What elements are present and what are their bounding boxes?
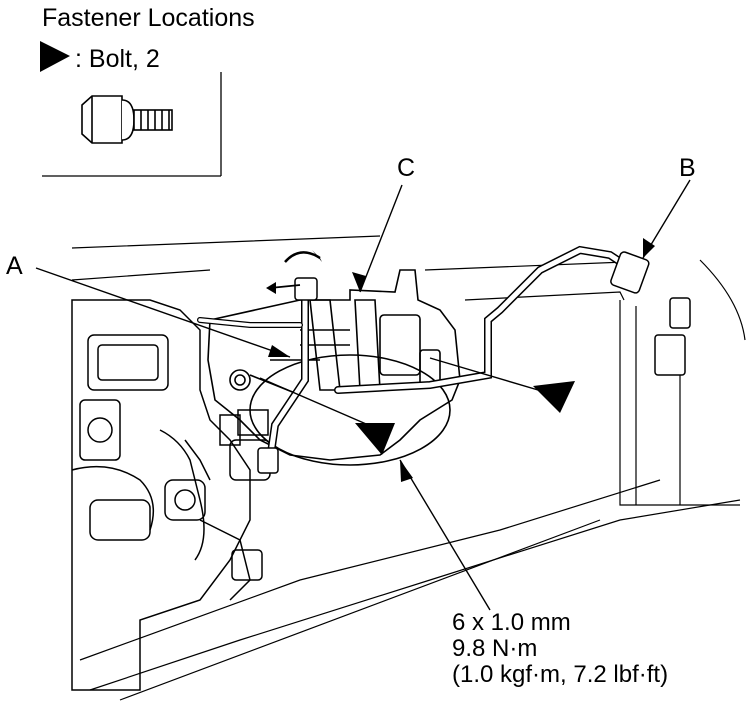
bolt-size: 6 x 1.0 mm	[452, 609, 571, 636]
leader-lines	[35, 179, 691, 611]
leader-a	[35, 267, 291, 358]
bolt-location-markers	[355, 381, 575, 455]
bolt-marker-1	[355, 423, 395, 455]
arrowhead-a	[268, 345, 290, 357]
bolt-target-line-2	[429, 357, 556, 396]
torque-nm: 9.8 N·m	[452, 635, 538, 662]
callout-label-c: C	[397, 154, 416, 182]
arrowhead-b	[643, 238, 655, 258]
legend-label: : Bolt, 2	[75, 45, 160, 73]
leader-spec	[399, 459, 491, 611]
flange-bolt-icon	[81, 95, 173, 144]
engine-block	[71, 299, 271, 691]
leader-c	[359, 184, 403, 293]
torque-spec: 6 x 1.0 mm 9.8 N·m (1.0 kgf·m, 7.2 lbf·f…	[452, 610, 668, 688]
rotation-arrow-icon	[266, 250, 322, 294]
leader-arrowheads	[268, 238, 655, 482]
wire-harness	[197, 245, 629, 464]
inset-frame	[42, 72, 222, 177]
callout-label-a: A	[6, 252, 23, 280]
bolt-target-line-1	[259, 377, 381, 431]
arrowhead-spec	[400, 460, 413, 482]
bolt-marker-2	[533, 381, 575, 413]
arrowhead-c	[352, 272, 366, 292]
inset-title: Fastener Locations	[42, 4, 255, 32]
legend-triangle-icon	[40, 41, 70, 72]
callout-label-b: B	[679, 154, 696, 182]
harness-connectors	[257, 251, 691, 474]
torque-alt-units: (1.0 kgf·m, 7.2 lbf·ft)	[452, 661, 669, 688]
